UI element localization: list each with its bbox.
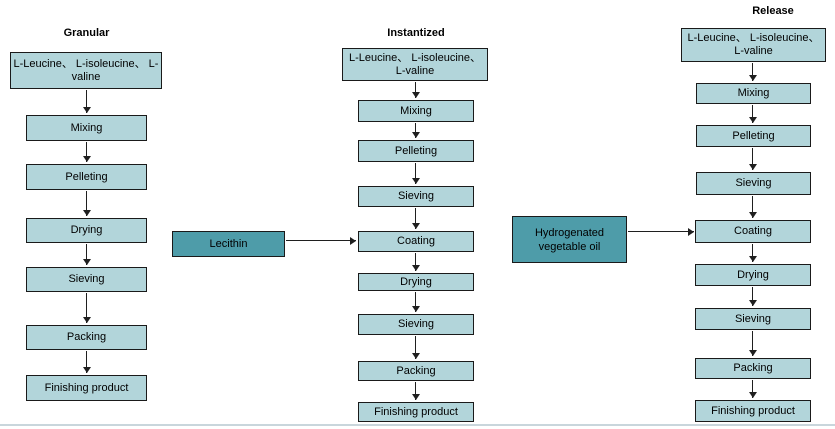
step-drying: Drying <box>695 264 811 286</box>
flow-arrow-down-icon <box>411 82 420 98</box>
flow-arrow-down-icon <box>82 293 91 323</box>
step-mixing: Mixing <box>26 115 147 141</box>
step-pelleting: Pelleting <box>26 164 147 190</box>
flow-arrow-down-icon <box>748 148 757 170</box>
flow-arrow-down-icon <box>411 253 420 271</box>
flow-arrow-down-icon <box>411 163 420 184</box>
step-pelleting: Pelleting <box>358 140 474 162</box>
step-coating: Coating <box>358 231 474 252</box>
step-sieving: Sieving <box>358 186 474 207</box>
flow-arrow-down-icon <box>82 244 91 265</box>
column-title-release: Release <box>752 5 794 17</box>
step-finishing-product: Finishing product <box>26 375 147 401</box>
flow-arrow-down-icon <box>748 380 757 398</box>
flow-arrow-down-icon <box>748 287 757 306</box>
flow-arrow-down-icon <box>82 351 91 373</box>
step-drying: Drying <box>358 273 474 291</box>
flow-arrow-down-icon <box>748 244 757 262</box>
flow-arrow-down-icon <box>748 196 757 218</box>
flow-arrow-right-icon <box>628 227 694 236</box>
step-finishing-product: Finishing product <box>695 400 811 422</box>
step-packing: Packing <box>26 325 147 350</box>
input-box-hydrogenated-vegetable-oil: Hydrogenated vegetable oil <box>512 216 627 263</box>
step-sieving: Sieving <box>696 172 811 195</box>
column-title-granular: Granular <box>63 27 110 39</box>
flow-arrow-down-icon <box>411 292 420 312</box>
flow-arrow-down-icon <box>82 191 91 216</box>
flow-arrow-right-icon <box>286 236 356 245</box>
flow-arrow-down-icon <box>411 382 420 400</box>
step-coating: Coating <box>695 220 811 243</box>
page-bottom-divider <box>0 424 835 426</box>
step-sieving-2: Sieving <box>695 308 811 330</box>
flow-arrow-down-icon <box>748 105 757 123</box>
step-ingredients: L-Leucine、 L-isoleucine、 L-valine <box>10 52 162 89</box>
input-box-lecithin: Lecithin <box>172 231 285 257</box>
step-ingredients: L-Leucine、 L-isoleucine、 L-valine <box>681 28 826 62</box>
step-packing: Packing <box>695 358 811 379</box>
flow-arrow-down-icon <box>411 123 420 138</box>
flow-arrow-down-icon <box>748 63 757 81</box>
step-finishing-product: Finishing product <box>358 402 474 422</box>
step-drying: Drying <box>26 218 147 243</box>
step-mixing: Mixing <box>358 100 474 122</box>
flow-arrow-down-icon <box>82 90 91 113</box>
step-mixing: Mixing <box>696 83 811 104</box>
step-pelleting: Pelleting <box>696 125 811 147</box>
step-ingredients: L-Leucine、 L-isoleucine、 L-valine <box>342 48 488 81</box>
step-sieving-2: Sieving <box>358 314 474 335</box>
step-packing: Packing <box>358 361 474 381</box>
flow-arrow-down-icon <box>411 336 420 359</box>
column-title-instantized: Instantized <box>387 27 445 39</box>
flow-arrow-down-icon <box>748 331 757 356</box>
flow-arrow-down-icon <box>82 142 91 162</box>
flow-arrow-down-icon <box>411 208 420 229</box>
step-sieving: Sieving <box>26 267 147 292</box>
